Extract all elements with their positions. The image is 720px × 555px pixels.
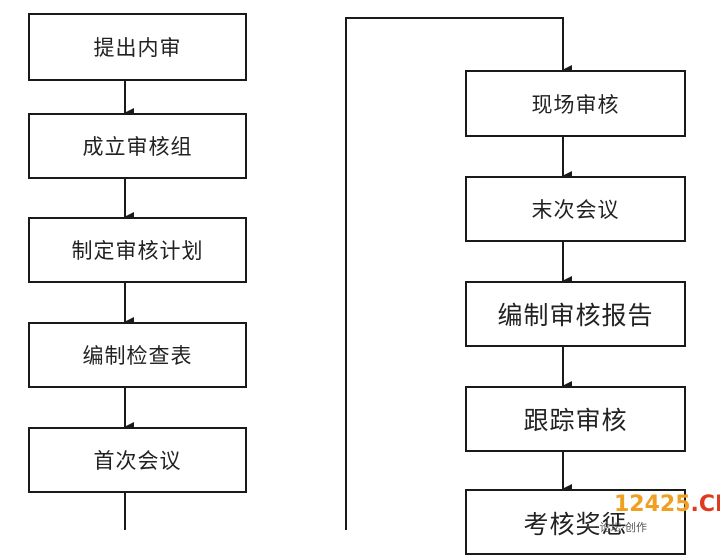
step-onsite-audit: 现场审核	[465, 70, 686, 137]
step-follow-up-audit: 跟踪审核	[465, 386, 686, 452]
watermark-subtext: 一·论坛·创作	[585, 521, 647, 534]
step-closing-meeting: 末次会议	[465, 176, 686, 242]
watermark-digits: 12425	[614, 492, 691, 517]
step-form-audit-team: 成立审核组	[28, 113, 247, 179]
watermark-tld: .CN	[690, 492, 720, 517]
step-submit-internal-audit: 提出内审	[28, 13, 247, 81]
step-prepare-checklist: 编制检查表	[28, 322, 247, 388]
connector-lines	[124, 17, 572, 530]
step-opening-meeting: 首次会议	[28, 427, 247, 493]
step-make-audit-plan: 制定审核计划	[28, 217, 247, 283]
connector-to-right-column	[345, 17, 572, 530]
step-write-audit-report: 编制审核报告	[465, 281, 686, 347]
watermark-logo: 12425.CN	[614, 494, 720, 516]
